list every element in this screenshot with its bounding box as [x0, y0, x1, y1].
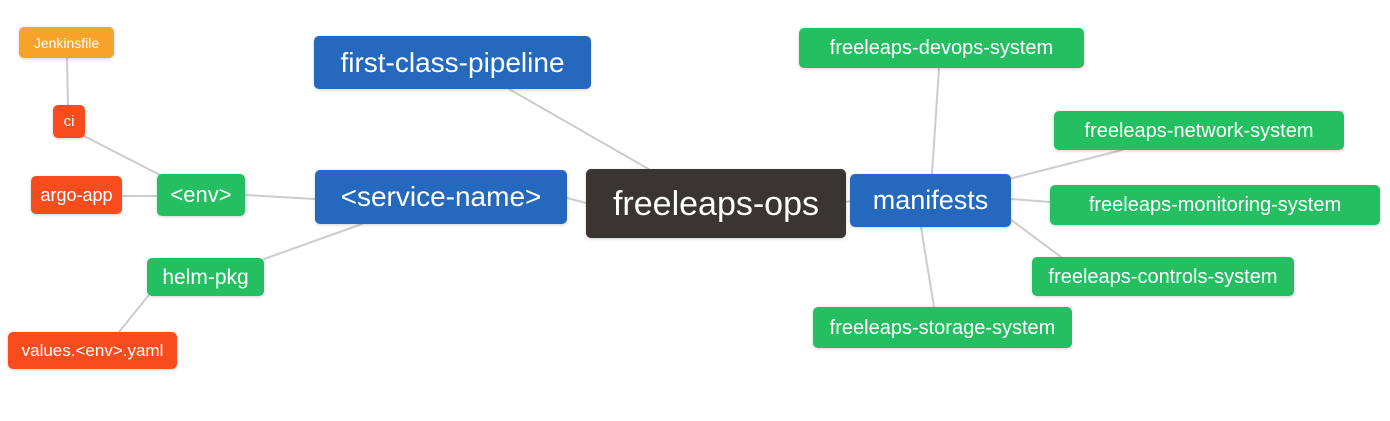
node-freeleaps-controls-system[interactable]: freeleaps-controls-system	[1032, 257, 1294, 296]
edge-ci-env	[83, 135, 163, 177]
node-freeleaps-devops-system[interactable]: freeleaps-devops-system	[799, 28, 1084, 68]
edge-service-name-freeleaps-ops	[566, 197, 587, 204]
edge-values-helm-pkg	[118, 295, 149, 333]
edge-helm-pkg-service-name	[263, 223, 363, 260]
node-helm-pkg[interactable]: helm-pkg	[147, 258, 264, 296]
node-argo-app[interactable]: argo-app	[31, 176, 122, 214]
edge-manifests-storage-system	[920, 226, 935, 308]
node-freeleaps-network-system[interactable]: freeleaps-network-system	[1054, 111, 1344, 150]
node-jenkinsfile[interactable]: Jenkinsfile	[19, 27, 114, 58]
node-service-name[interactable]: <service-name>	[315, 170, 567, 224]
node-freeleaps-ops[interactable]: freeleaps-ops	[586, 169, 846, 238]
edge-env-service-name	[244, 194, 316, 200]
edge-manifests-devops-system	[931, 67, 940, 175]
node-env[interactable]: <env>	[157, 174, 245, 216]
edge-first-class-pipeline-freeleaps-ops	[508, 88, 653, 172]
edge-manifests-monitoring-system	[1010, 198, 1051, 203]
node-freeleaps-storage-system[interactable]: freeleaps-storage-system	[813, 307, 1072, 348]
node-manifests[interactable]: manifests	[850, 174, 1011, 227]
node-ci[interactable]: ci	[53, 105, 85, 138]
node-values-env-yaml[interactable]: values.<env>.yaml	[8, 332, 177, 369]
node-first-class-pipeline[interactable]: first-class-pipeline	[314, 36, 591, 89]
node-freeleaps-monitoring-system[interactable]: freeleaps-monitoring-system	[1050, 185, 1380, 225]
edge-jenkinsfile-ci	[66, 57, 69, 106]
edge-manifests-network-system	[1008, 149, 1123, 180]
